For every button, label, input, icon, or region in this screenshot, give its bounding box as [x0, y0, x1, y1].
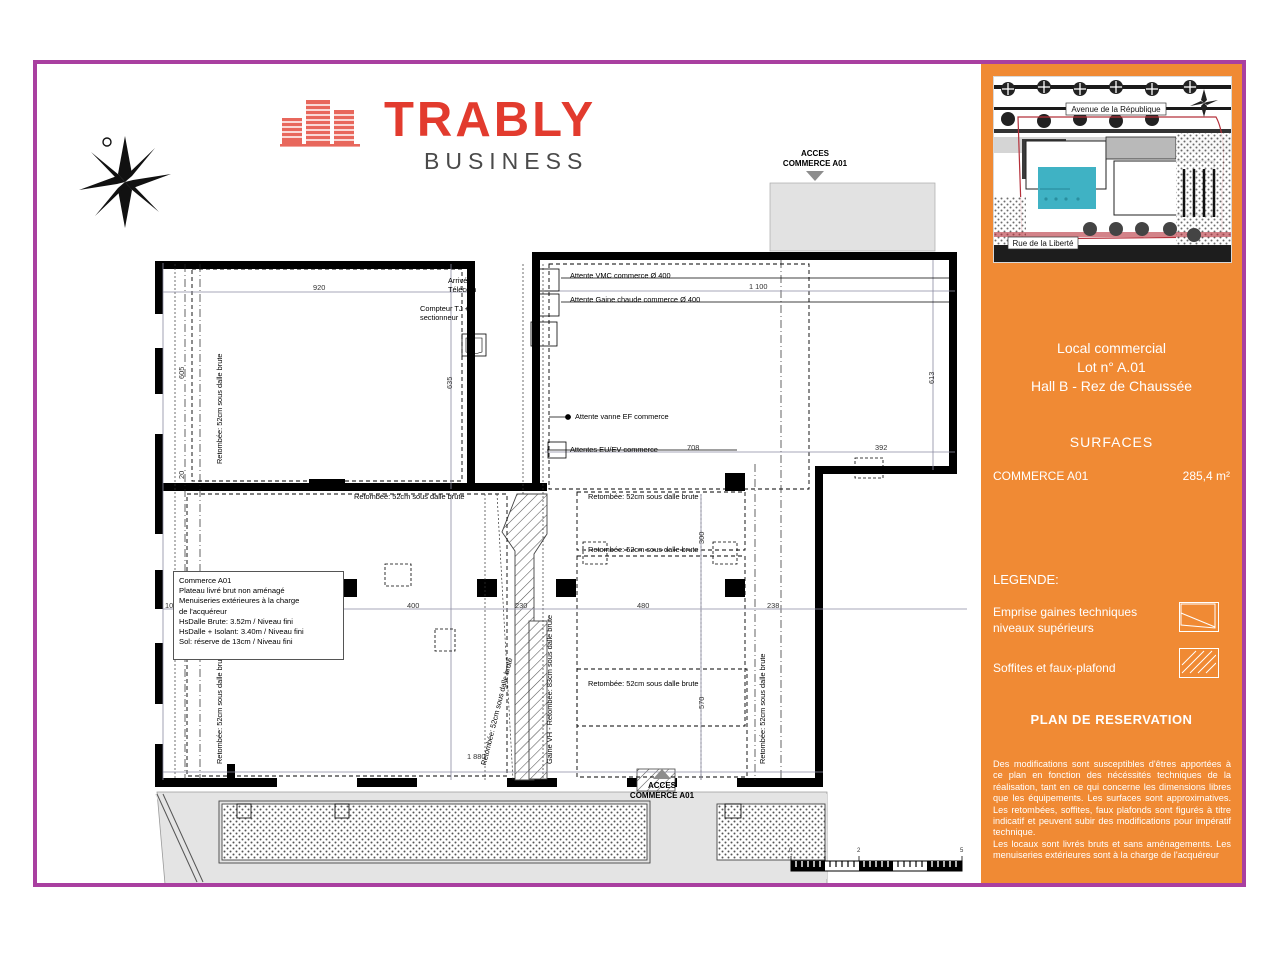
note-line-2: Menuiseries extérieures à la charge — [179, 596, 300, 606]
access-top-line1: ACCES — [800, 149, 829, 158]
dim-right-vertical: 613 — [927, 371, 936, 384]
logo-subtitle: BUSINESS — [424, 148, 589, 174]
note-line-0: Commerce A01 — [179, 576, 232, 585]
scale-bar-graphic — [790, 856, 963, 872]
note-line-4: HsDalle Brute: 3.52m / Niveau fini — [179, 616, 293, 626]
floor-plan-drawing: TRABLY BUSINESS ACCES COMMERCE A01 ACCES… — [37, 64, 977, 883]
scale-bar: 0 1 2 5 — [789, 848, 964, 878]
access-top-line2: COMMERCE A01 — [782, 159, 848, 168]
annotation-vmc: Attente VMC commerce Ø 400 — [570, 271, 671, 280]
panel-title-block: Local commercial Lot n° A.01 Hall B - Re… — [989, 339, 1234, 396]
panel-title-line-0: Local commercial — [1057, 340, 1166, 356]
panel-title-line-2: Hall B - Rez de Chaussée — [1030, 378, 1193, 394]
dim-inner-vertical-1: 300 — [697, 531, 706, 544]
trably-business-logo: TRABLY BUSINESS — [280, 92, 620, 182]
gaine-vh-label: Gaine VH - Retombée: 83cm sous dalle bru… — [545, 614, 554, 764]
building-walls — [155, 252, 957, 787]
north-compass-icon — [79, 136, 171, 228]
exterior-terrace — [155, 791, 828, 883]
dim-upper-mid: 708 — [687, 443, 700, 452]
scale-tick-1: 1 — [823, 848, 827, 854]
site-location-map: Avenue de la République Rue de la Libert… — [993, 76, 1232, 263]
dimension-lines — [162, 260, 967, 780]
retombee-label-vertical-right: Retombée: 52cm sous dalle brute — [758, 653, 767, 764]
disclaimer-paragraph-1: Des modifications sont susceptibles d'êt… — [993, 759, 1231, 838]
scale-tick-3: 5 — [960, 848, 964, 854]
annotation-compteur: Compteur TJ + sectionneur — [420, 304, 469, 322]
dim-top-right: 1 100 — [749, 282, 768, 291]
site-map-svg: Avenue de la République Rue de la Libert… — [994, 77, 1231, 262]
note-line-1: Plateau livré brut non aménagé — [179, 586, 285, 596]
floor-plan-svg — [79, 136, 967, 883]
info-panel: Avenue de la République Rue de la Libert… — [981, 64, 1242, 883]
dim-bottom: 1 880 — [467, 752, 486, 761]
legend-item-gaines: Emprise gaines techniques niveaux supéri… — [993, 605, 1138, 635]
plan-reservation-title: PLAN DE RESERVATION — [1030, 712, 1193, 727]
panel-title-line-1: Lot n° A.01 — [1077, 359, 1146, 375]
legend-swatch-soffites — [1179, 648, 1219, 678]
dim-row-0: 102 — [165, 601, 178, 610]
logo-wordmark: TRABLY — [384, 93, 597, 147]
access-zone-top — [769, 182, 936, 252]
retombee-label-1: Retombée: 52cm sous dalle brute — [354, 492, 465, 501]
dim-upper-right: 392 — [875, 443, 888, 452]
scale-tick-2: 2 — [857, 848, 861, 854]
annotation-attentes-eu: Attentes EU/EV commerce — [570, 445, 658, 454]
legend-heading: LEGENDE: — [993, 572, 1059, 587]
scale-tick-0: 0 — [789, 848, 793, 854]
retombee-zones — [186, 263, 810, 778]
access-arrow-down-icon — [806, 171, 824, 181]
access-label-bottom: ACCES COMMERCE A01 — [602, 769, 722, 801]
dotted-guides — [174, 264, 702, 781]
dim-inner-vertical-2: 570 — [697, 696, 706, 709]
dim-left-small: 20 — [177, 470, 186, 479]
access-bottom-line1: ACCES — [647, 781, 676, 790]
retombee-label-vertical-left-2: Retombée: 52cm sous dalle brute — [215, 653, 224, 764]
retombee-label-2: Retombée: 52cm sous dalle brute — [588, 492, 699, 501]
access-label-top: ACCES COMMERCE A01 — [755, 149, 875, 181]
retombee-label-3: Retombée: 52cm sous dalle brute — [588, 545, 699, 554]
access-arrow-up-icon — [653, 769, 671, 779]
retombee-label-vertical-left-1: Retombée: 52cm sous dalle brute — [215, 353, 224, 464]
annotation-arrivee-telecom: Arrivée Télécom — [448, 276, 477, 294]
sitemap-street-top: Avenue de la République — [1071, 105, 1161, 114]
annotation-vanne-ef: Attente vanne EF commerce — [575, 412, 669, 421]
legend-swatch-gaines — [1179, 602, 1219, 632]
annotation-gaine-chaude: Attente Gaine chaude commerce Ø 400 — [570, 295, 701, 304]
note-line-6: Sol: réserve de 13cm / Niveau fini — [179, 637, 293, 647]
construction-lines — [184, 260, 782, 780]
note-line-3: de l'acquéreur — [179, 606, 227, 616]
annotation-leaders — [547, 277, 957, 451]
surfaces-heading: SURFACES — [1069, 434, 1154, 450]
dim-left-upper: 605 — [177, 366, 186, 379]
retombee-label-4: Retombée: 52cm sous dalle brute — [588, 679, 699, 688]
dim-mid-left-vertical: 635 — [445, 376, 454, 389]
dim-row-5: 238 — [767, 601, 780, 610]
drawing-sheet: TRABLY BUSINESS ACCES COMMERCE A01 ACCES… — [33, 60, 1246, 887]
access-bottom-line2: COMMERCE A01 — [629, 791, 695, 800]
dim-top-left: 920 — [313, 283, 326, 292]
equipment-symbols — [236, 268, 884, 819]
dim-row-2: 400 — [407, 601, 420, 610]
soffite-hatched-band — [501, 493, 548, 781]
dim-row-4: 480 — [637, 601, 650, 610]
disclaimer-text: Des modifications sont susceptibles d'êt… — [993, 759, 1231, 862]
legend-item-soffites: Soffites et faux-plafond — [993, 661, 1116, 675]
disclaimer-paragraph-2: Les locaux sont livrés bruts et sans amé… — [993, 838, 1231, 861]
dim-row-3: 230 — [515, 601, 528, 610]
note-line-5: HsDalle + Isolant: 3.40m / Niveau fini — [179, 627, 304, 637]
surface-label: COMMERCE A01 — [993, 469, 1089, 483]
sitemap-street-bottom: Rue de la Liberté — [1013, 239, 1074, 248]
surface-row: COMMERCE A01 285,4 m² — [993, 469, 1230, 483]
building-logo-icon — [280, 100, 360, 147]
wall-openings — [155, 314, 737, 787]
surface-value: 285,4 m² — [1182, 469, 1230, 483]
